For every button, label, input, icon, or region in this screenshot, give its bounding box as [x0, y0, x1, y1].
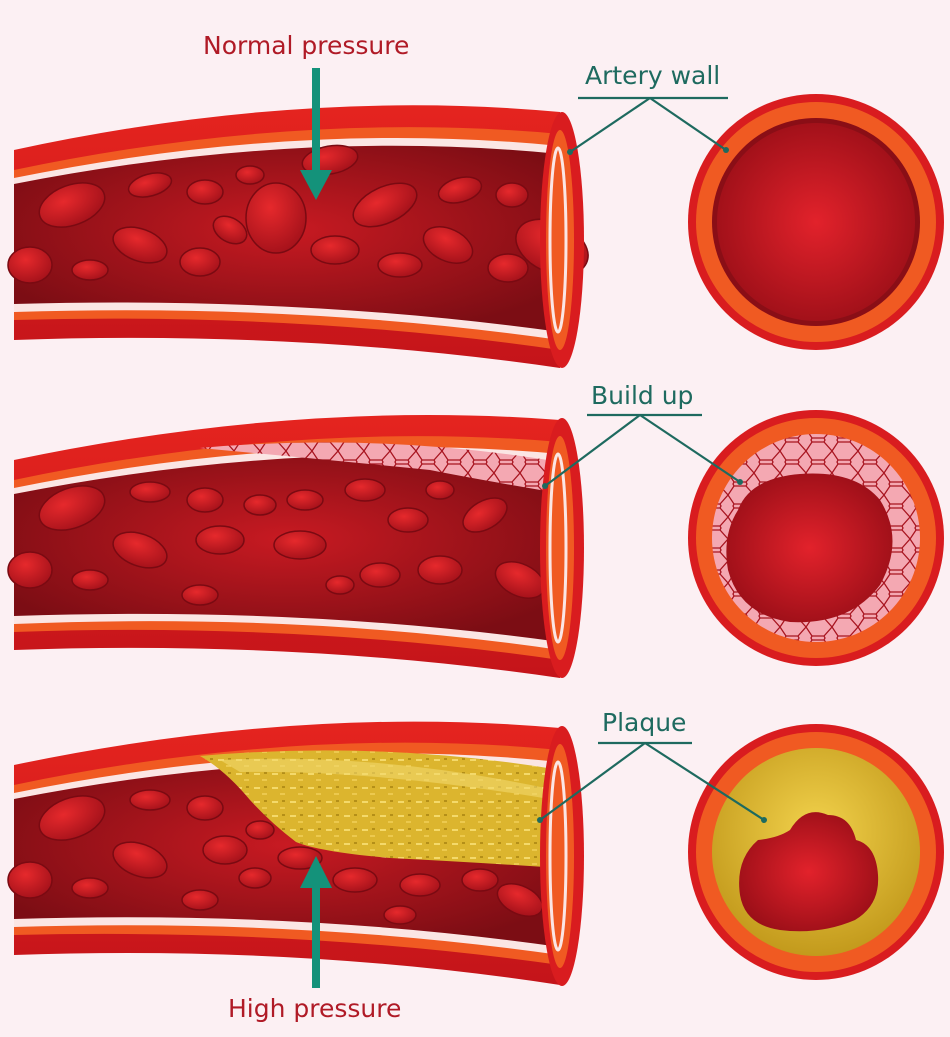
cross-section-normal: [688, 94, 944, 350]
plaque-label: Plaque: [602, 710, 686, 735]
artery-segment-build-up: [8, 415, 584, 678]
build-up-label: Build up: [591, 383, 693, 408]
normal-pressure-label: Normal pressure: [203, 33, 409, 58]
cross-section-plaque: [688, 724, 944, 980]
artery-wall-label: Artery wall: [585, 63, 720, 88]
artery-segment-plaque: [8, 722, 584, 986]
cross-section-build-up: [688, 410, 944, 666]
high-pressure-label: High pressure: [228, 996, 401, 1021]
artery-segment-normal: [8, 105, 597, 368]
